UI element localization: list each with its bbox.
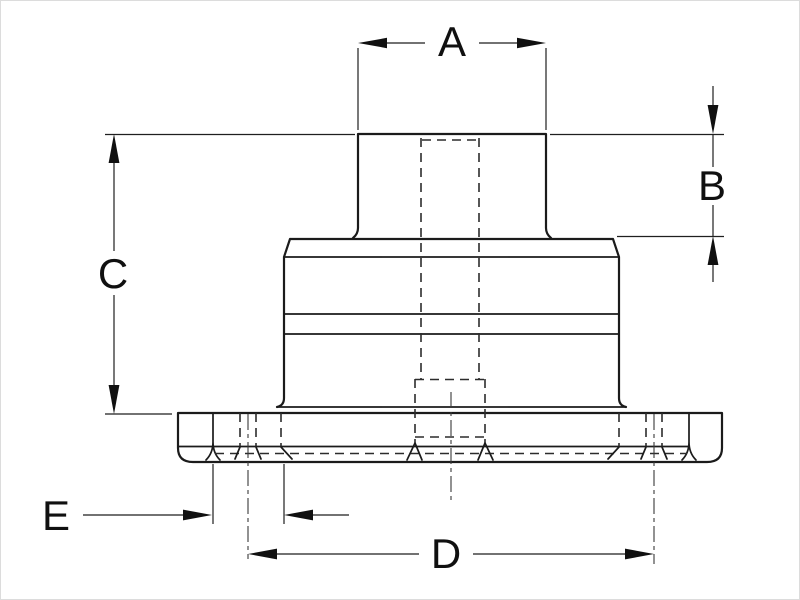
flange-left-fillet-edge <box>205 412 221 461</box>
dim-label-a: A <box>438 18 466 65</box>
dim-b-top-arrowhead <box>707 105 719 134</box>
dim-d-right-arrowhead <box>625 548 654 560</box>
counterbore-hidden-lines <box>414 378 486 443</box>
right-bolt-hole-hidden-lines <box>645 413 663 447</box>
dim-e-left-arrowhead <box>183 509 212 521</box>
boss-outline <box>351 132 553 240</box>
center-bore-hidden-lines <box>420 138 480 379</box>
dimension-e: E <box>42 464 349 539</box>
dimension-a: A <box>357 18 547 130</box>
dim-d-left-arrowhead <box>248 548 277 560</box>
dimension-d: D <box>248 530 654 577</box>
counterbore-chamfer-marks <box>406 442 494 461</box>
dim-c-extension-lines <box>105 133 355 415</box>
body-outline <box>275 237 628 409</box>
flange-recess-hidden-lines <box>215 413 687 455</box>
dim-c-bottom-arrowhead <box>108 385 120 414</box>
dimension-b: B <box>550 86 726 282</box>
flange-right-fillet-edge <box>681 412 697 461</box>
dim-label-b: B <box>698 162 726 209</box>
dim-label-c: C <box>98 250 128 297</box>
dim-label-e: E <box>42 492 70 539</box>
left-bolt-hole-hidden-lines <box>239 413 257 447</box>
dim-label-d: D <box>431 530 461 577</box>
dimension-c: C <box>98 133 355 415</box>
recess-chamfer-marks <box>280 446 620 460</box>
dim-e-right-arrowhead <box>284 509 313 521</box>
dim-a-right-arrowhead <box>517 37 546 49</box>
dim-b-extension-lines <box>550 133 724 238</box>
body-groove-band <box>283 313 620 335</box>
bolt-hole-chamfer-marks <box>234 446 668 460</box>
dim-c-top-arrowhead <box>108 134 120 163</box>
flange-outline <box>176 411 724 464</box>
dim-a-left-arrowhead <box>358 37 387 49</box>
dim-a-extension-lines <box>357 48 547 130</box>
dim-e-extension-lines <box>212 464 285 524</box>
dim-b-bottom-arrowhead <box>707 236 719 265</box>
part-views <box>176 132 724 564</box>
